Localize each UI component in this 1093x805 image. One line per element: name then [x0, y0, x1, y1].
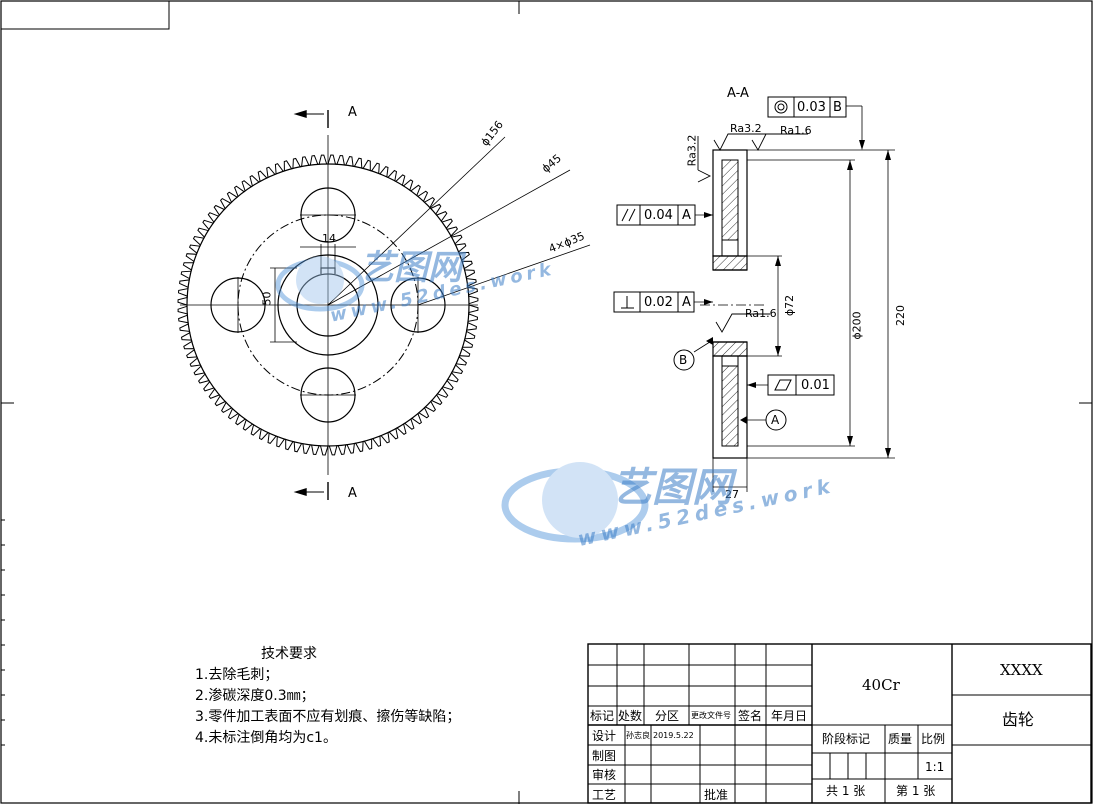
- gear-section-view: [613, 96, 895, 492]
- requirement-1: 1.去除毛刺；: [195, 667, 279, 683]
- roughness-ra16-mid: Ra1.6: [745, 307, 777, 320]
- drawing-code: XXXX: [1000, 661, 1043, 679]
- dim-d72: ϕ72: [783, 294, 797, 317]
- dim-d200: ϕ200: [850, 311, 864, 340]
- dim-d220: 220: [894, 305, 907, 326]
- dim-w27: 27: [725, 488, 739, 501]
- datum-b-label: B: [679, 353, 688, 367]
- row-draw: 制图: [592, 749, 617, 763]
- header-zone: 分区: [655, 709, 680, 723]
- title-block-grid: [587, 643, 1092, 804]
- header-date: 年月日: [771, 709, 808, 723]
- section-view-title: A-A: [727, 86, 749, 101]
- header-mark: 标记: [590, 709, 615, 723]
- header-signature: 签名: [738, 709, 763, 723]
- perpendicularity-value: 0.02: [644, 295, 673, 310]
- technical-requirements: 技术要求 1.去除毛刺； 2.渗碳深度0.3㎜； 3.零件加工表面不应有划痕、擦…: [195, 644, 460, 749]
- roughness-ra32-side: Ra3.2: [685, 134, 699, 167]
- concentricity-datum: B: [833, 100, 842, 115]
- part-name: 齿轮: [1002, 710, 1035, 729]
- scale-value: 1:1: [925, 760, 945, 774]
- header-count: 处数: [618, 709, 643, 723]
- sheets-total: 共 1 张: [826, 784, 866, 798]
- row-design: 设计: [592, 729, 617, 743]
- dim-h50: 50: [260, 291, 274, 306]
- requirement-3: 3.零件加工表面不应有划痕、擦伤等缺陷；: [195, 709, 461, 725]
- gear-front-view: [177, 110, 591, 500]
- row-approve: 批准: [704, 788, 729, 802]
- row-process: 工艺: [592, 788, 617, 802]
- mass-label: 质量: [888, 732, 913, 746]
- flatness-value: 0.01: [801, 378, 830, 393]
- material: 40Cr: [862, 676, 900, 694]
- datum-a-label: A: [771, 413, 780, 427]
- stage-label: 阶段标记: [822, 732, 871, 746]
- watermark-brand-1: 艺图网: [360, 248, 462, 288]
- section-label-top: A: [348, 105, 357, 120]
- parallelism-value: 0.04: [644, 208, 673, 223]
- section-label-bottom: A: [348, 486, 357, 501]
- parallelism-datum: A: [682, 208, 691, 223]
- technical-requirements-title: 技术要求: [261, 646, 317, 662]
- design-date: 2019.5.22: [653, 731, 694, 740]
- scale-label: 比例: [921, 732, 946, 746]
- dim-w14: 14: [322, 232, 336, 245]
- roughness-ra32-top: Ra3.2: [730, 122, 762, 135]
- row-review: 审核: [592, 768, 617, 782]
- roughness-ra16-top: Ra1.6: [780, 124, 812, 137]
- concentricity-value: 0.03: [797, 100, 826, 115]
- watermark-brand-2: 艺图网: [612, 465, 732, 511]
- requirement-2: 2.渗碳深度0.3㎜；: [195, 688, 315, 704]
- header-change-doc: 更改文件号: [691, 711, 731, 720]
- watermark-logo: [275, 256, 649, 543]
- perpendicularity-datum: A: [682, 295, 691, 310]
- corner-code-box: [0, 0, 170, 30]
- sheet-number: 第 1 张: [896, 784, 936, 798]
- designer-name: 孙志良: [626, 731, 650, 740]
- requirement-4: 4.未标注倒角均为c1。: [195, 730, 337, 746]
